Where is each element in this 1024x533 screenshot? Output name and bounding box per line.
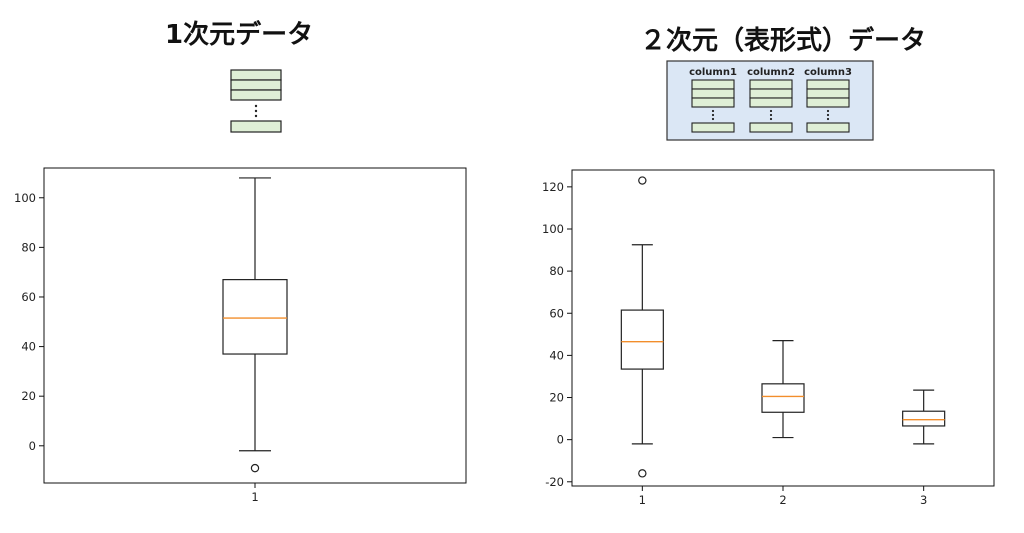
column-header-label: column2 <box>747 67 795 78</box>
ellipsis-dot <box>769 117 773 121</box>
y-tick-label: 60 <box>549 306 564 320</box>
ellipsis-dot <box>254 109 258 113</box>
two-d-table-illustration: column1 column2 column3 <box>666 60 874 141</box>
y-tick-label: 100 <box>542 222 564 236</box>
ellipsis-dot <box>826 113 830 117</box>
table-cell <box>749 97 793 108</box>
table-cell <box>691 79 735 90</box>
x-tick-label: 3 <box>920 493 927 507</box>
x-tick-label: 2 <box>779 493 786 507</box>
one-d-cell <box>230 69 282 81</box>
column-header-label: column1 <box>689 67 737 78</box>
ellipsis-dot <box>769 109 773 113</box>
ellipsis-dot <box>826 109 830 113</box>
table-cell <box>749 88 793 99</box>
two-d-table-data-title: ２次元（表形式）データ <box>640 26 927 56</box>
table-cell <box>806 88 850 99</box>
y-tick-label: 100 <box>14 191 36 205</box>
outlier-point <box>250 463 260 473</box>
column-header-label: column3 <box>804 67 852 78</box>
y-tick-label: 20 <box>21 389 36 403</box>
ellipsis-dot <box>254 114 258 118</box>
ellipsis-dot <box>711 109 715 113</box>
y-tick-label: 80 <box>21 240 36 254</box>
y-tick-label: 0 <box>29 439 36 453</box>
box-plot-one-d: 0 20 40 60 80 100 1 <box>14 167 467 504</box>
iqr-box <box>902 410 946 427</box>
ellipsis-dot <box>711 117 715 121</box>
table-cell <box>691 97 735 108</box>
y-tick-label: 20 <box>549 391 564 405</box>
iqr-box <box>222 279 288 355</box>
one-d-cell <box>230 79 282 91</box>
y-tick-label: 0 <box>557 433 564 447</box>
ellipsis-dot <box>826 117 830 121</box>
table-cell <box>806 97 850 108</box>
table-cell <box>749 79 793 90</box>
y-tick-label: 60 <box>21 290 36 304</box>
table-cell <box>806 122 850 133</box>
y-tick-label: -20 <box>545 475 564 489</box>
table-cell <box>806 79 850 90</box>
ellipsis-dot <box>254 104 258 108</box>
one-d-data-title: 1次元データ <box>165 20 314 50</box>
y-tick-label: 80 <box>549 264 564 278</box>
table-cell <box>691 88 735 99</box>
y-tick-label: 120 <box>542 180 564 194</box>
outlier-point <box>638 176 647 185</box>
y-tick-label: 40 <box>549 348 564 362</box>
one-d-illustration <box>230 69 282 133</box>
iqr-box <box>761 383 805 413</box>
iqr-box <box>620 309 664 370</box>
one-d-cell <box>230 120 282 133</box>
outlier-point <box>638 469 647 478</box>
ellipsis-dot <box>711 113 715 117</box>
one-d-cell <box>230 89 282 101</box>
ellipsis-dot <box>769 113 773 117</box>
table-cell <box>691 122 735 133</box>
y-tick-label: 40 <box>21 340 36 354</box>
table-cell <box>749 122 793 133</box>
x-tick-label: 1 <box>639 493 646 507</box>
box-plot-two-d: -20 0 20 40 60 80 100 120 1 2 3 <box>542 169 995 507</box>
x-tick-label: 1 <box>251 490 258 504</box>
